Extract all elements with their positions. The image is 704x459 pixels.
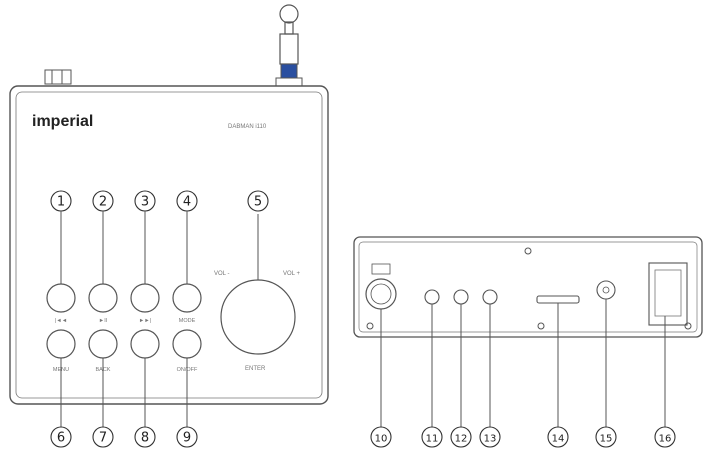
callout-4: 4 xyxy=(176,190,198,212)
callout-13-text: 13 xyxy=(484,434,497,445)
callout-10: 10 xyxy=(370,426,392,448)
button-top-2[interactable] xyxy=(88,283,118,313)
callout-13: 13 xyxy=(479,426,501,448)
callout-1: 1 xyxy=(50,190,72,212)
callouts-bottom: 6 7 8 9 xyxy=(50,426,198,448)
callout-15: 15 xyxy=(595,426,617,448)
callout-10-text: 10 xyxy=(375,434,388,445)
side-connector xyxy=(44,69,72,85)
callouts-back: 10 11 12 13 14 15 16 xyxy=(370,426,676,448)
callout-3: 3 xyxy=(134,190,156,212)
callout-2: 2 xyxy=(92,190,114,212)
back-case xyxy=(353,236,703,338)
front-case-inner xyxy=(15,91,323,399)
callout-8-text: 8 xyxy=(141,431,149,446)
front-case xyxy=(9,85,329,405)
back-leaders xyxy=(380,299,666,427)
back-panel: 10 11 12 13 14 15 16 xyxy=(353,236,703,448)
callout-4-text: 4 xyxy=(183,195,191,210)
callout-16-text: 16 xyxy=(659,434,672,445)
enter-label: ENTER xyxy=(245,366,266,372)
callout-9-text: 9 xyxy=(183,431,191,446)
vol-plus-label: VOL + xyxy=(283,271,300,277)
model-name: DABMAN i110 xyxy=(228,124,267,130)
antenna xyxy=(275,4,303,89)
callout-5: 5 xyxy=(247,190,269,212)
button-top-label-1: |◄◄ xyxy=(55,318,67,324)
vol-minus-label: VOL - xyxy=(214,271,229,277)
callout-14: 14 xyxy=(547,426,569,448)
callout-12-text: 12 xyxy=(455,434,468,445)
callout-16: 16 xyxy=(654,426,676,448)
callout-5-text: 5 xyxy=(254,195,262,210)
button-top-label-2: ►II xyxy=(99,318,108,324)
callout-12: 12 xyxy=(450,426,472,448)
callout-7: 7 xyxy=(92,426,114,448)
brand-logo: imperial xyxy=(32,113,93,130)
button-top-4[interactable] xyxy=(172,283,202,313)
power-switch xyxy=(648,262,688,326)
callout-2-text: 2 xyxy=(99,195,107,210)
button-bottom-2[interactable] xyxy=(88,329,118,359)
callout-11-text: 11 xyxy=(426,434,439,445)
callout-3-text: 3 xyxy=(141,195,149,210)
callout-15-text: 15 xyxy=(600,434,613,445)
button-top-1[interactable] xyxy=(46,283,76,313)
front-buttons: |◄◄MENU►IIBACK►►|MODEON/OFF xyxy=(46,211,202,427)
callout-6-text: 6 xyxy=(57,431,65,446)
callout-8: 8 xyxy=(134,426,156,448)
button-top-3[interactable] xyxy=(130,283,160,313)
button-bottom-3[interactable] xyxy=(130,329,160,359)
button-bottom-1[interactable] xyxy=(46,329,76,359)
button-top-label-4: MODE xyxy=(179,318,196,324)
callout-6: 6 xyxy=(50,426,72,448)
button-bottom-4[interactable] xyxy=(172,329,202,359)
callout-11: 11 xyxy=(421,426,443,448)
callout-1-text: 1 xyxy=(57,195,65,210)
callout-14-text: 14 xyxy=(552,434,565,445)
callout-9: 9 xyxy=(176,426,198,448)
volume-knob[interactable] xyxy=(220,214,296,355)
button-top-label-3: ►►| xyxy=(139,318,151,324)
callout-7-text: 7 xyxy=(99,431,107,446)
